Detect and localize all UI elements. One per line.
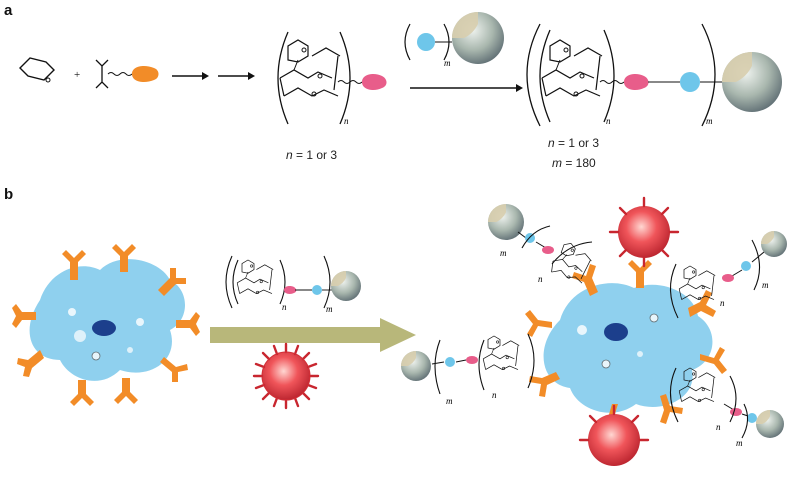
monomer-ring-icon (19, 57, 55, 83)
reaction-arrow-2 (218, 72, 255, 80)
dendritic-cell-right (543, 283, 713, 413)
n-subscript-b1: n (282, 302, 287, 312)
n-subscript-b5: n (716, 422, 721, 432)
eq-n-var-left: n (286, 148, 293, 162)
equation-n-left: n = 1 or 3 (286, 148, 337, 162)
conjugate-reagent-b (225, 255, 361, 309)
m-subscript-b3: m (762, 280, 769, 290)
n-subscript-b3: n (720, 298, 725, 308)
m-subscript-b4: m (446, 396, 453, 406)
virus-bound-bottom (578, 404, 650, 466)
eq-n-rest-left: = 1 or 3 (292, 148, 338, 162)
receptors-right (525, 260, 727, 431)
plus-sign: + (74, 69, 80, 81)
process-arrow (210, 318, 416, 352)
m-subscript-b1: m (326, 304, 333, 314)
arm-right (669, 231, 787, 319)
product-conjugate (526, 23, 782, 127)
reaction-arrow-1 (172, 72, 209, 80)
dendritic-cell-left (29, 259, 185, 381)
m-subscript-a1: m (444, 58, 451, 68)
panel-label-b: b (4, 186, 14, 203)
eq-m-rest: = 180 (562, 156, 596, 170)
eq-n-var-right: n (548, 136, 555, 150)
cd-pink-conjugate (277, 31, 387, 125)
arm-left (401, 333, 535, 395)
n-subscript-a1: n (344, 116, 349, 126)
virus-icon (252, 342, 320, 410)
equation-n-right: n = 1 or 3 (548, 136, 599, 150)
linker-orange-icon (95, 59, 159, 89)
virus-bound-top (608, 196, 680, 268)
n-subscript-b4: n (492, 390, 497, 400)
arm-lower-right (669, 367, 784, 439)
m-subscript-b2: m (500, 248, 507, 258)
arm-upper-left (488, 204, 595, 284)
m-subscript-a2: m (706, 116, 713, 126)
reaction-arrow-long (410, 84, 523, 92)
n-subscript-a2: n (606, 116, 611, 126)
panel-label-a: a (4, 2, 13, 19)
eq-m-var: m (552, 156, 562, 170)
receptors-left (12, 244, 200, 406)
eq-n-rest-right: = 1 or 3 (554, 136, 600, 150)
n-subscript-b2: n (538, 274, 543, 284)
particle-reagent (404, 12, 504, 64)
equation-m: m = 180 (552, 156, 596, 170)
m-subscript-b5: m (736, 438, 743, 448)
